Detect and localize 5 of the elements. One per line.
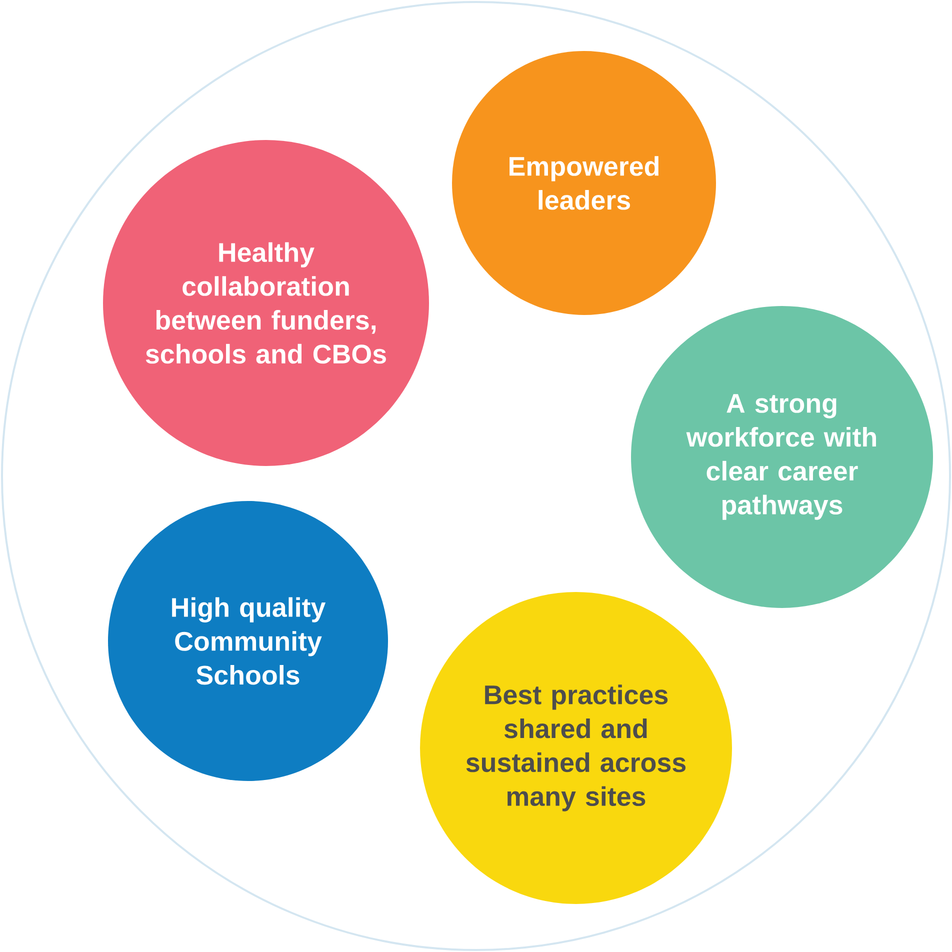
- circle-bubble: High quality Community Schools: [108, 501, 388, 781]
- circle-bubble: Empowered leaders: [452, 51, 716, 315]
- circle-bubble: A strong workforce with clear career pathways: [631, 306, 934, 608]
- circle-bubble: Healthy collaboration between funders, schools and CBOs: [103, 140, 429, 466]
- circle-bubble: Best practices shared and sustained across many sites: [420, 592, 732, 904]
